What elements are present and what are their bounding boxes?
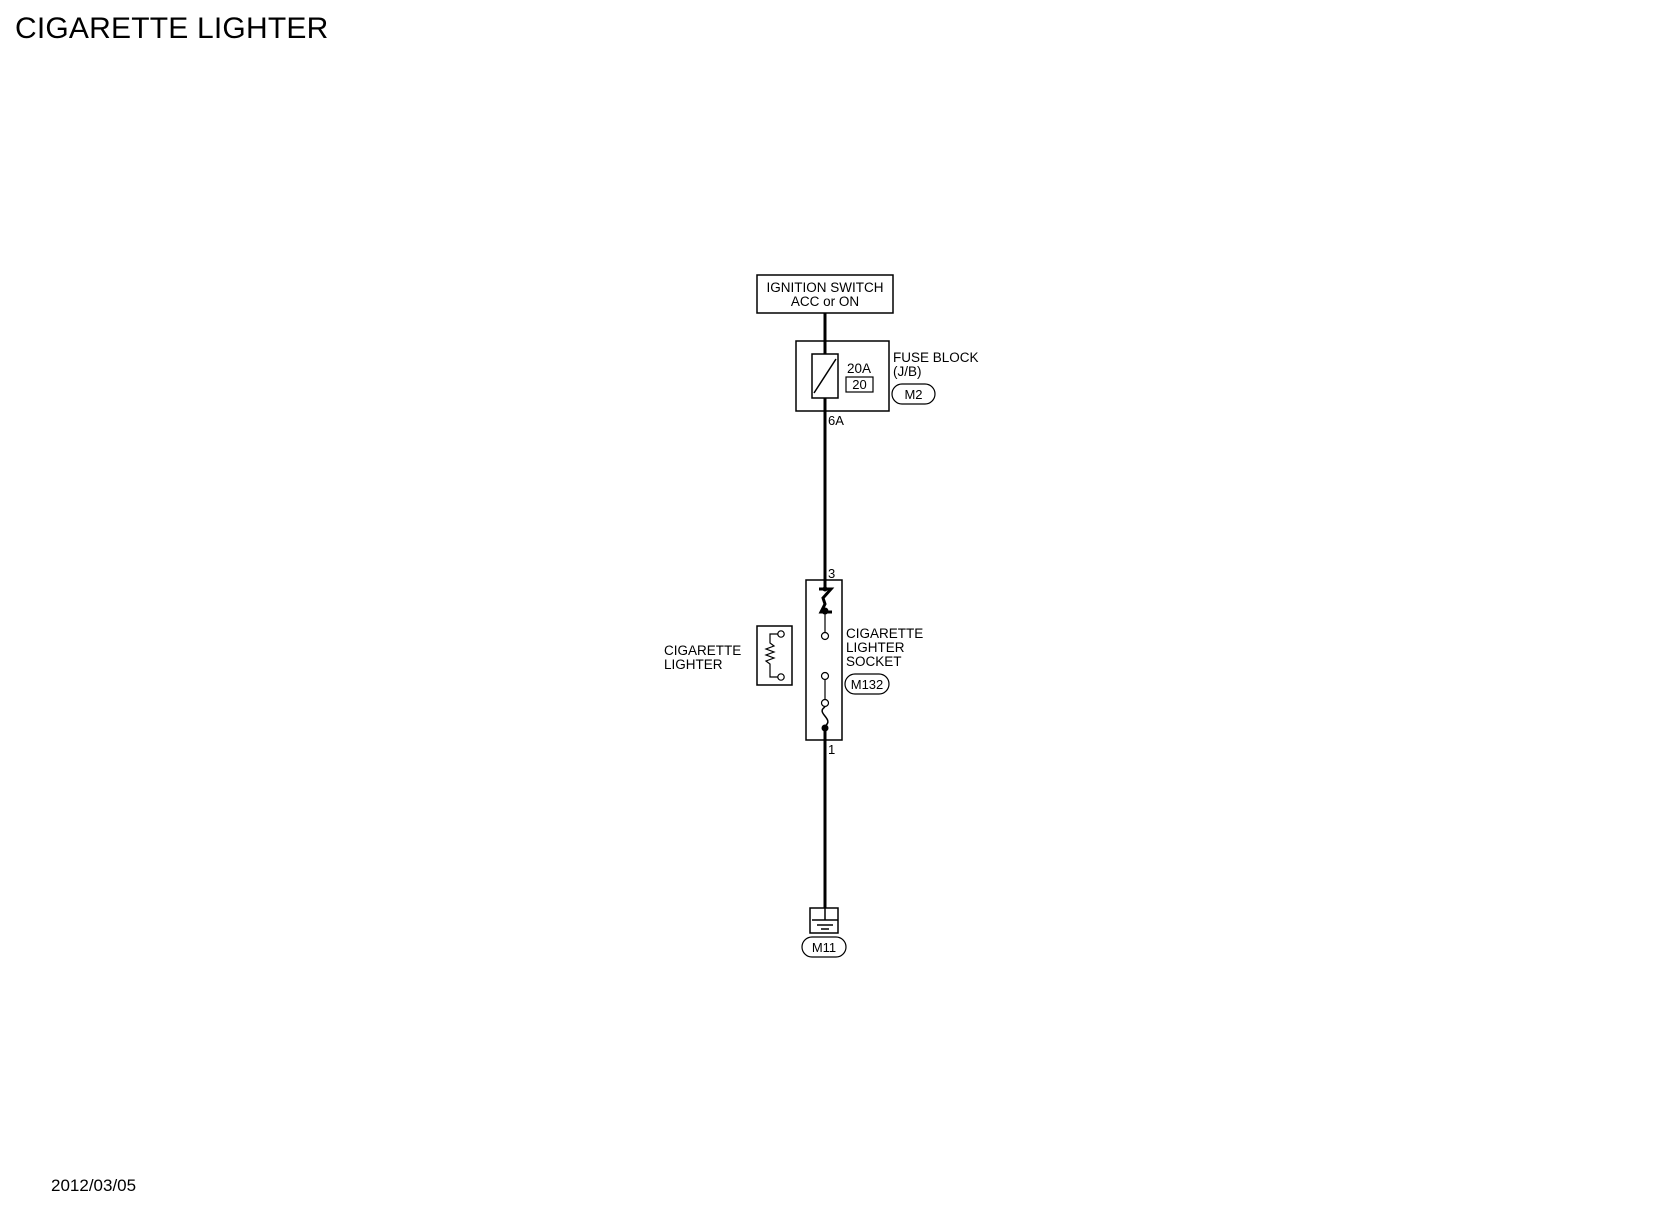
ground-symbol: M11	[801, 907, 847, 958]
ground-connector: M11	[812, 940, 836, 955]
socket-label-line3: SOCKET	[846, 654, 902, 669]
fuse-block-connector: M2	[904, 387, 922, 402]
socket-label-line1: CIGARETTE	[846, 626, 923, 641]
cigarette-lighter-socket: 3 1 CIGARETTE LIGHTER SOCKET M132	[805, 566, 923, 757]
fuse-block-label-line2: (J/B)	[893, 364, 922, 379]
fuse-rating: 20A	[847, 361, 871, 376]
fuse-terminal: 6A	[828, 413, 844, 428]
lighter-label-line1: CIGARETTE	[664, 643, 741, 658]
socket-terminal-top: 3	[828, 566, 835, 581]
cigarette-lighter: CIGARETTE LIGHTER	[664, 625, 793, 686]
ignition-switch: IGNITION SWITCH ACC or ON	[756, 274, 894, 314]
page-title: CIGARETTE LIGHTER	[15, 12, 329, 45]
lighter-label-line2: LIGHTER	[664, 657, 723, 672]
fuse-block-label-line1: FUSE BLOCK	[893, 350, 979, 365]
fuse-number: 20	[852, 377, 866, 392]
socket-contact-upper	[820, 631, 830, 641]
fuse-block: 20A 20 FUSE BLOCK (J/B) M2 6A	[795, 340, 979, 428]
heating-coil-icon	[764, 633, 778, 678]
footer-date: 2012/03/05	[51, 1176, 137, 1195]
socket-contact-lower	[820, 671, 830, 681]
socket-connector: M132	[851, 677, 884, 692]
socket-terminal-bottom: 1	[828, 742, 835, 757]
ignition-switch-line1: IGNITION SWITCH	[767, 280, 884, 295]
socket-label-line2: LIGHTER	[846, 640, 905, 655]
ignition-switch-line2: ACC or ON	[791, 294, 859, 309]
